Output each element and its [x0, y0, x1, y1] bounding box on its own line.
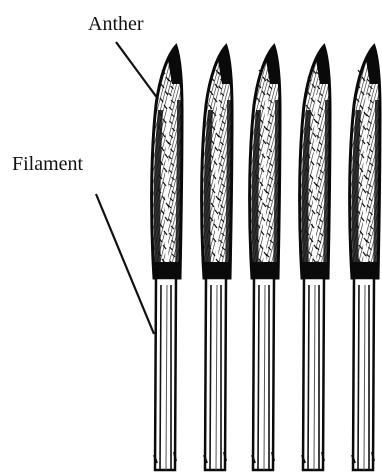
filament — [302, 278, 324, 470]
stamen-5 — [350, 46, 380, 470]
anther — [250, 46, 280, 278]
filament — [252, 278, 274, 470]
stamen-3 — [250, 46, 280, 470]
stamens-group — [152, 46, 380, 470]
filament — [204, 278, 226, 470]
anther — [202, 46, 232, 278]
filament — [352, 278, 374, 470]
anther-label: Anther — [88, 13, 144, 35]
anther — [350, 46, 380, 278]
anther — [300, 46, 330, 278]
stamen-4 — [300, 46, 330, 470]
filament — [154, 278, 176, 470]
stamen-1 — [152, 46, 182, 470]
anther — [152, 46, 182, 278]
filament-label: Filament — [12, 153, 84, 175]
anther-leader-line — [116, 42, 158, 99]
filament-leader-line — [96, 194, 154, 334]
stamen-2 — [202, 46, 232, 470]
